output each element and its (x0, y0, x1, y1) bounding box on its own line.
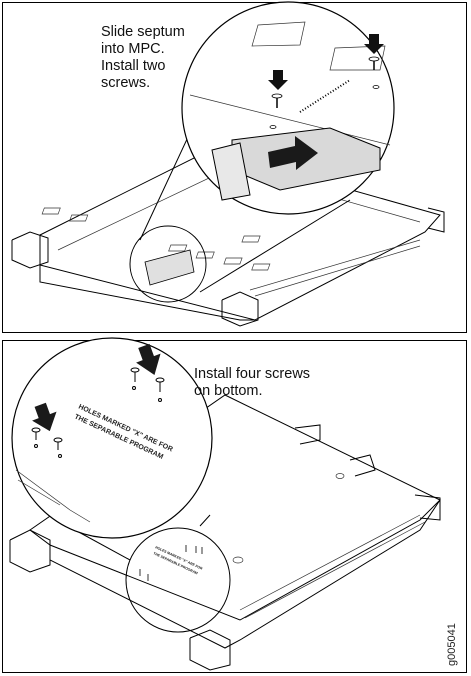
small-screws (139, 545, 203, 581)
mpc-card-front-edge (39, 265, 255, 321)
septum-small (144, 249, 195, 286)
chip (69, 214, 89, 222)
connector-strip (254, 245, 421, 297)
screws-bottom (31, 367, 165, 458)
detail-callout-small (125, 527, 231, 633)
connector-strip (249, 239, 421, 291)
chip (223, 257, 243, 265)
chip (41, 207, 61, 215)
plate-edge (15, 469, 91, 523)
faceplate-handle-left (11, 231, 49, 269)
cutout-slot (251, 21, 306, 47)
engraved-text-mark (299, 79, 351, 113)
faceplate-handle-left (9, 529, 51, 573)
rear-guide (294, 424, 321, 445)
connector-strip (239, 514, 421, 611)
chip (195, 251, 215, 259)
chip (168, 244, 188, 252)
screw-right (364, 34, 384, 89)
faceplate-handle-right (189, 629, 231, 671)
down-arrow (136, 343, 161, 376)
step-2-instruction: Install four screws on bottom. (194, 366, 311, 399)
standoff (335, 473, 345, 479)
standoff (232, 556, 244, 564)
step-1-instruction: Slide septum into MPC. Install two screw… (101, 24, 185, 91)
leader-line (199, 199, 351, 293)
slide-direction-arrow (268, 136, 318, 170)
detail-callout-large-bottom: HOLES MARKED "X" ARE FOR THE SEPARABLE P… (11, 337, 213, 539)
faceplate-handle-right (221, 291, 259, 327)
chip (251, 263, 271, 271)
leader-line (74, 529, 131, 561)
leader-line (199, 514, 211, 527)
leader-line (139, 121, 196, 241)
detail-callout-small (129, 225, 207, 303)
septum-end (211, 142, 251, 201)
rear-guide (414, 494, 441, 521)
rear-connector (427, 207, 445, 233)
figure-id: g005041 (446, 623, 458, 666)
detail-callout-large-top (181, 1, 395, 215)
screw-left (268, 70, 288, 129)
rear-guide (349, 454, 376, 477)
down-arrow (32, 402, 57, 432)
plate-edge (17, 479, 61, 506)
chip (241, 235, 261, 243)
plate-edge (189, 94, 391, 146)
connector-strip (244, 521, 426, 619)
